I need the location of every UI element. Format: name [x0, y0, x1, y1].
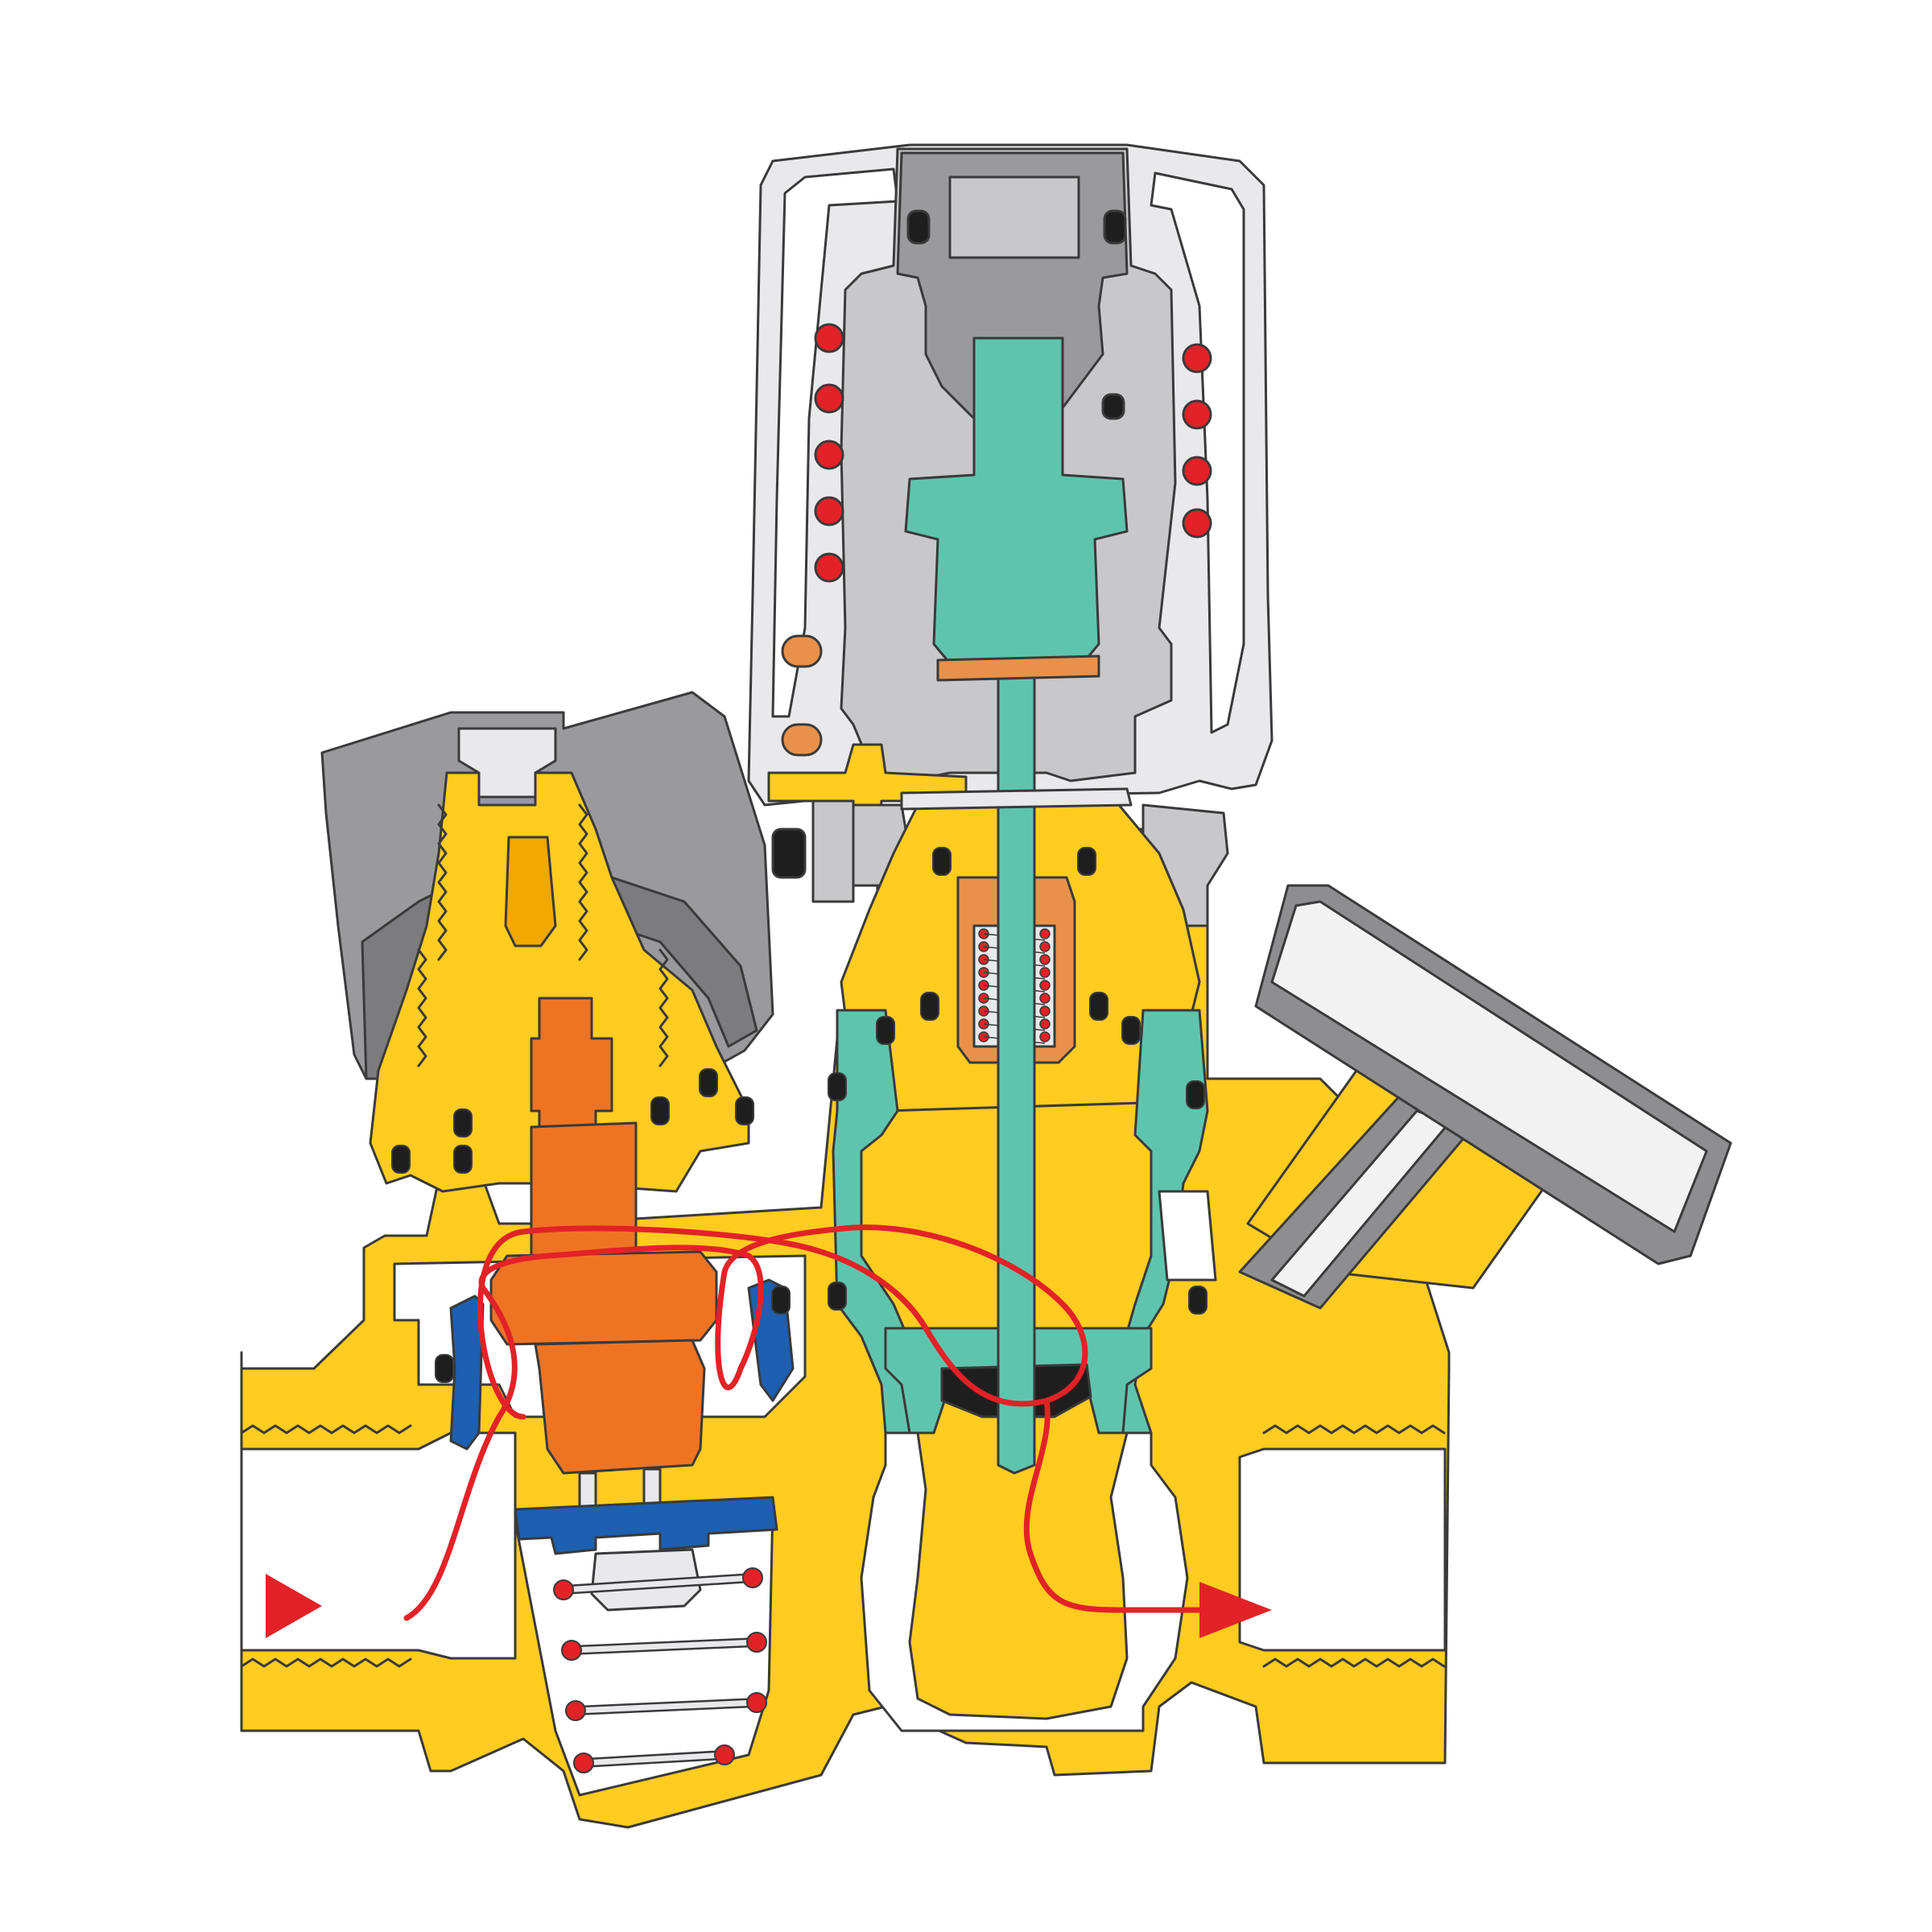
head-spring-ball-right [1182, 343, 1212, 374]
diaphragm-left [449, 1294, 485, 1451]
insert-coil [1039, 980, 1051, 991]
head-spring-ball-right [1182, 399, 1212, 430]
bottom-spring [553, 1548, 767, 1773]
head-outer-inner [771, 167, 899, 718]
insert-coil [1039, 954, 1051, 965]
head-spring-ball-left [814, 496, 844, 526]
spring-coil-end [714, 1744, 735, 1765]
spring-coil-end [746, 1632, 767, 1653]
spindle-thread-left [437, 803, 448, 961]
head-pin-1 [781, 634, 823, 668]
head-spring-ball-left [814, 552, 844, 583]
spindle-thread-right [578, 803, 588, 961]
o-ring-seal [876, 1016, 895, 1045]
o-ring-seal [435, 1354, 454, 1383]
piston-head [489, 1250, 718, 1346]
piston-lower [534, 1339, 706, 1475]
head-seal-right [1103, 209, 1127, 245]
spindle-bore [504, 836, 557, 947]
o-ring-seal [1089, 992, 1108, 1021]
o-ring-seal [1186, 1080, 1205, 1109]
flow-line [403, 1224, 1211, 1621]
right-handwheel [1238, 884, 1732, 1310]
insert-coil [1039, 928, 1051, 939]
spring-coil-end [746, 1692, 767, 1713]
insert-coil [1039, 1031, 1051, 1042]
head-spring-ball-right [1182, 508, 1212, 539]
insert-coil [1039, 993, 1051, 1004]
insert-coil [1039, 1005, 1051, 1017]
o-ring-seal [453, 1145, 473, 1174]
o-ring-seal [699, 1068, 718, 1097]
inlet-thread-top [240, 1424, 412, 1435]
o-ring-seal [932, 847, 952, 876]
spring-coils [553, 1567, 767, 1773]
insert-coil [1039, 1018, 1051, 1030]
spindle-body [369, 771, 750, 1193]
head-seal-mid [1101, 393, 1125, 420]
o-ring-seal [453, 1108, 473, 1137]
head-spring-ball-left [814, 383, 844, 414]
o-ring-seal [1121, 1016, 1141, 1045]
head-cap-window [948, 175, 1080, 259]
spring-wire-highlight [580, 1752, 728, 1766]
o-ring-seal [920, 992, 939, 1021]
head-seal-side [771, 828, 807, 879]
spring-coil-end [561, 1640, 582, 1661]
spindle-thread-right2 [658, 948, 669, 1067]
left-spindle [369, 771, 750, 1193]
inlet-arrow [266, 1574, 322, 1638]
outlet-arrow [1199, 1582, 1272, 1638]
head-spring-ball-right [1182, 456, 1212, 486]
o-ring-seal [391, 1145, 411, 1174]
handwheel-disc-light [1270, 900, 1708, 1233]
spring-coil-end [553, 1579, 574, 1600]
diaphragm-bottom [514, 1496, 778, 1555]
flow-path [266, 1224, 1272, 1638]
insert-coil [1039, 967, 1051, 978]
outlet-thread-top [1262, 1424, 1446, 1435]
o-ring-seal [1077, 847, 1096, 876]
spring-coil-end [573, 1752, 594, 1773]
outlet-thread-bottom [1262, 1657, 1446, 1668]
stem-rod [997, 667, 1036, 1475]
head-spring-ball-left [814, 323, 844, 353]
o-ring-seal [650, 1096, 670, 1125]
head-outer-inner-right [1150, 171, 1245, 734]
spindle-thread-left2 [417, 948, 427, 1067]
o-ring-seal [828, 1282, 847, 1311]
spring-wire-highlight [568, 1639, 760, 1653]
o-ring-seal [828, 1072, 847, 1101]
head-seal-left [906, 209, 931, 245]
inlet-thread-bottom [240, 1657, 412, 1668]
insert-coil [1039, 941, 1051, 952]
spring-wire-highlight [572, 1699, 760, 1714]
spring-coil-end [565, 1700, 586, 1721]
o-ring-seal [735, 1096, 754, 1125]
head-springs-right [1182, 343, 1212, 539]
spring-coil-end [742, 1567, 763, 1588]
outlet-cavity [1238, 1447, 1447, 1652]
head-pin-2 [781, 723, 823, 757]
piston-mid [530, 1121, 638, 1261]
insert-window [1158, 1190, 1217, 1282]
o-ring-seal [771, 1286, 791, 1315]
stem-pin-bar [936, 654, 1100, 682]
left-piston [489, 997, 718, 1515]
o-ring-seal [1188, 1286, 1208, 1315]
head-spring-ball-left [814, 440, 844, 470]
stem-plate [900, 787, 1133, 811]
body-seals [391, 847, 1208, 1383]
head-springs-left [814, 323, 844, 583]
spring-wire-highlight [560, 1575, 756, 1593]
